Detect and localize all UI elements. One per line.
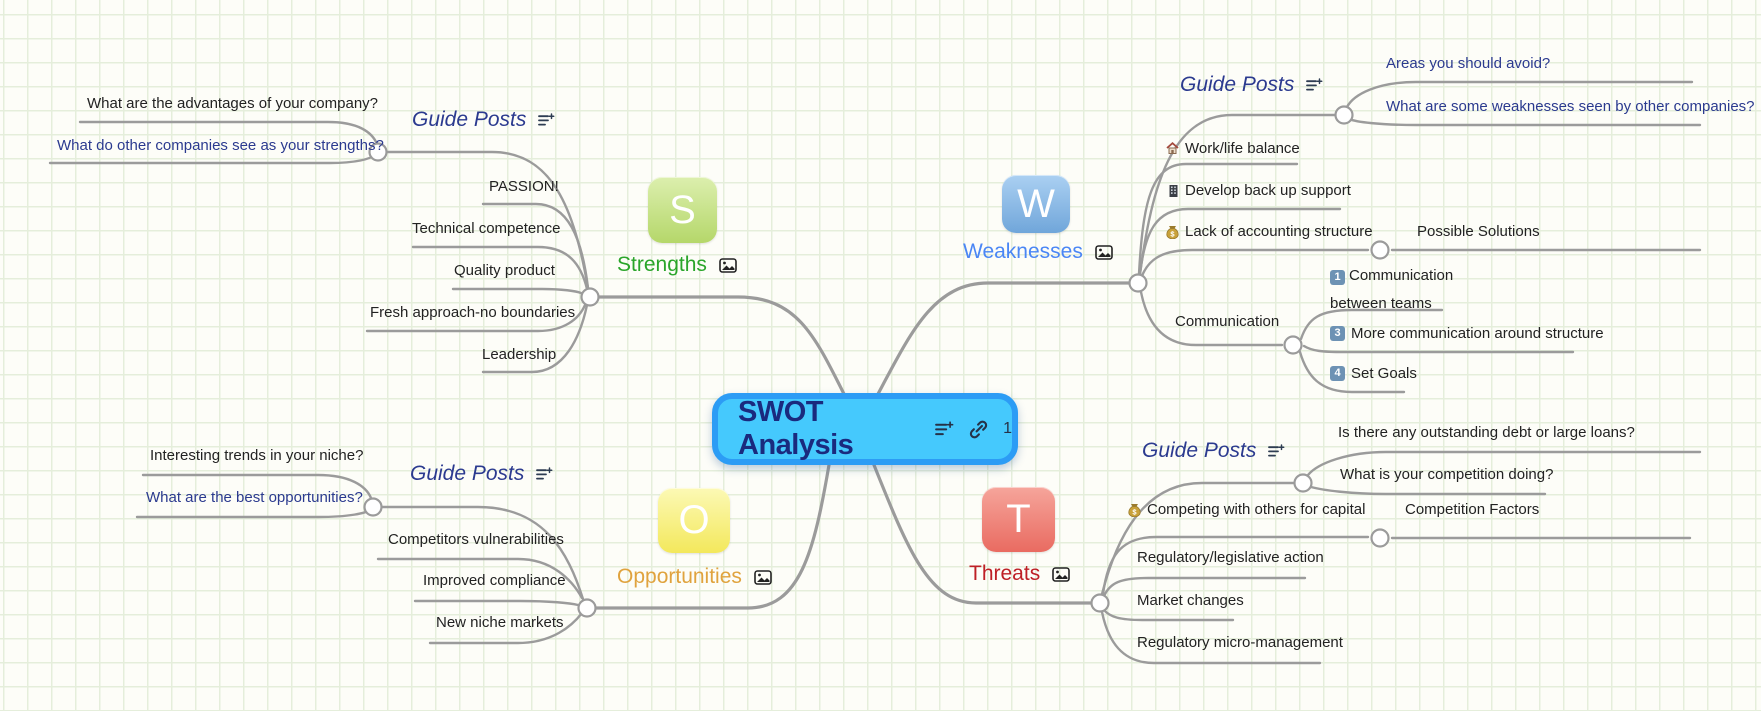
threats-label: Threats <box>969 562 1041 585</box>
sub-branch-lines <box>48 80 1702 665</box>
image-icon[interactable] <box>719 257 737 273</box>
weaknesses-guide-posts[interactable]: Guide Posts <box>1180 73 1323 97</box>
strengths-letter: S <box>669 187 696 232</box>
opportunities-guide-posts[interactable]: Guide Posts <box>410 462 553 486</box>
threats-guide-question-2[interactable]: What is your competition doing? <box>1340 466 1554 483</box>
notes-icon[interactable] <box>536 466 553 482</box>
house-icon <box>1166 142 1179 155</box>
weaknesses-node[interactable]: Weaknesses <box>963 240 1113 264</box>
opportunities-letter: O <box>678 498 710 542</box>
opportunities-guide-question-1[interactable]: Interesting trends in your niche? <box>150 447 364 464</box>
item-text: Lack of accounting structure <box>1185 223 1373 240</box>
office-building-icon <box>1168 184 1179 198</box>
junction-dots <box>363 105 1390 618</box>
item-text: More communication around structure <box>1351 325 1604 342</box>
strengths-guide-posts[interactable]: Guide Posts <box>412 108 555 132</box>
threats-item-market-changes[interactable]: Market changes <box>1137 592 1244 609</box>
threats-item-micro-management[interactable]: Regulatory micro-management <box>1137 634 1343 651</box>
root-title: SWOT Analysis <box>738 396 854 461</box>
strengths-guide-question-1[interactable]: What are the advantages of your company? <box>87 95 379 112</box>
guide-posts-label: Guide Posts <box>1180 73 1295 96</box>
weaknesses-item-backup-support[interactable]: Develop back up support <box>1168 182 1351 199</box>
possible-solutions-node[interactable]: Possible Solutions <box>1417 223 1540 240</box>
opportunities-item-competitors[interactable]: Competitors vulnerabilities <box>388 531 564 548</box>
strengths-item-quality-product[interactable]: Quality product <box>454 262 555 279</box>
opportunities-guide-question-2[interactable]: What are the best opportunities? <box>146 489 363 506</box>
threats-guide-question-1[interactable]: Is there any outstanding debt or large l… <box>1338 424 1635 441</box>
opportunities-item-compliance[interactable]: Improved compliance <box>423 572 566 589</box>
threats-letter: T <box>1006 497 1031 541</box>
strengths-item-fresh-approach[interactable]: Fresh approach-no boundaries <box>370 304 576 321</box>
weaknesses-item-work-life[interactable]: Work/life balance <box>1166 140 1300 157</box>
communication-item-4[interactable]: 4 Set Goals <box>1330 365 1417 382</box>
guide-posts-label: Guide Posts <box>410 462 525 485</box>
keycap-3-icon: 3 <box>1330 326 1345 341</box>
link-count: 1 <box>1003 420 1012 437</box>
opportunities-item-niche-markets[interactable]: New niche markets <box>436 614 564 631</box>
strengths-item-technical-competence[interactable]: Technical competence <box>412 220 561 237</box>
opportunities-letter-badge[interactable]: O <box>658 488 730 553</box>
image-icon[interactable] <box>1095 244 1113 260</box>
root-node-swot-analysis[interactable]: SWOT Analysis 1 <box>712 393 1018 465</box>
weaknesses-item-accounting[interactable]: $ Lack of accounting structure <box>1166 223 1373 240</box>
notes-icon[interactable] <box>1306 77 1323 93</box>
threats-item-regulatory-action[interactable]: Regulatory/legislative action <box>1137 549 1324 566</box>
threats-item-capital[interactable]: $ Competing with others for capital <box>1128 501 1365 518</box>
image-icon[interactable] <box>754 569 772 585</box>
opportunities-node[interactable]: Opportunities <box>617 565 772 589</box>
keycap-4-icon: 4 <box>1330 366 1345 381</box>
strengths-label: Strengths <box>617 253 707 276</box>
notes-icon[interactable] <box>538 112 555 128</box>
weaknesses-letter-badge[interactable]: W <box>1002 175 1070 233</box>
opportunities-label: Opportunities <box>617 565 742 588</box>
communication-item-3[interactable]: 3 More communication around structure <box>1330 325 1604 342</box>
notes-icon[interactable] <box>935 420 954 438</box>
money-bag-icon: $ <box>1166 225 1179 239</box>
notes-icon[interactable] <box>1268 443 1285 459</box>
guide-posts-label: Guide Posts <box>1142 439 1257 462</box>
strengths-guide-question-2[interactable]: What do other companies see as your stre… <box>57 137 384 154</box>
item-text: Develop back up support <box>1185 182 1351 199</box>
threats-node[interactable]: Threats <box>969 562 1071 586</box>
strengths-node[interactable]: Strengths <box>617 253 737 277</box>
keycap-1-icon: 1 <box>1330 270 1345 285</box>
item-text: Communication between teams <box>1330 267 1454 312</box>
weaknesses-guide-question-2[interactable]: What are some weaknesses seen by other c… <box>1386 98 1755 115</box>
strengths-item-leadership[interactable]: Leadership <box>482 346 557 363</box>
main-branch-curves <box>585 281 1140 610</box>
svg-text:$: $ <box>1170 229 1175 238</box>
guide-posts-label: Guide Posts <box>412 108 527 131</box>
threats-guide-posts[interactable]: Guide Posts <box>1142 439 1285 463</box>
weaknesses-letter: W <box>1017 181 1055 226</box>
item-text: Work/life balance <box>1185 140 1300 157</box>
strengths-letter-badge[interactable]: S <box>648 177 717 243</box>
item-text: Set Goals <box>1351 365 1417 382</box>
money-bag-icon: $ <box>1128 503 1141 517</box>
image-icon[interactable] <box>1052 566 1071 582</box>
threats-letter-badge[interactable]: T <box>982 487 1055 552</box>
weaknesses-label: Weaknesses <box>963 240 1083 263</box>
competition-factors-node[interactable]: Competition Factors <box>1405 501 1540 518</box>
strengths-item-passion[interactable]: PASSION! <box>489 178 559 195</box>
link-icon[interactable] <box>968 419 989 440</box>
weaknesses-guide-question-1[interactable]: Areas you should avoid? <box>1386 55 1551 72</box>
communication-node[interactable]: Communication <box>1175 313 1280 330</box>
svg-text:$: $ <box>1132 507 1137 516</box>
item-text: Competing with others for capital <box>1147 501 1366 518</box>
